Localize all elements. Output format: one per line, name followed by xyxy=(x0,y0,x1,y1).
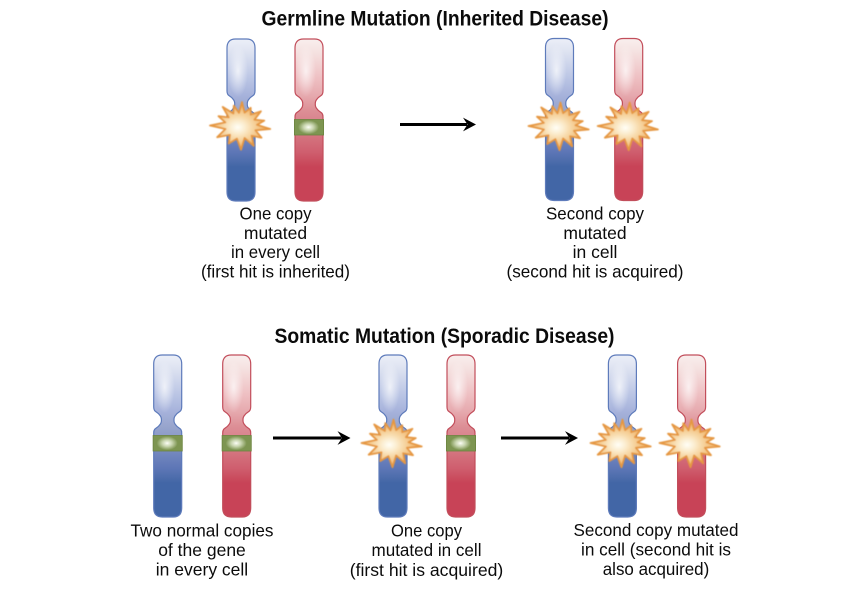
svg-text:of the gene: of the gene xyxy=(158,540,246,560)
svg-text:Second copy mutated: Second copy mutated xyxy=(574,520,739,540)
svg-text:mutated in cell: mutated in cell xyxy=(372,540,482,560)
svg-text:(second hit is acquired): (second hit is acquired) xyxy=(507,262,684,282)
svg-text:in cell: in cell xyxy=(573,242,618,262)
svg-text:(first hit is inherited): (first hit is inherited) xyxy=(201,262,350,282)
svg-text:in every cell: in every cell xyxy=(231,242,320,262)
svg-text:in every cell: in every cell xyxy=(156,560,248,580)
svg-text:Somatic Mutation (Sporadic Dis: Somatic Mutation (Sporadic Disease) xyxy=(275,325,615,348)
svg-text:One copy: One copy xyxy=(391,521,462,541)
svg-text:(first hit is acquired): (first hit is acquired) xyxy=(350,560,504,580)
svg-text:Two normal copies: Two normal copies xyxy=(131,520,274,540)
svg-text:Germline Mutation (Inherited D: Germline Mutation (Inherited Disease) xyxy=(262,8,609,31)
svg-text:in cell (second hit is: in cell (second hit is xyxy=(581,540,731,560)
svg-text:Second copy: Second copy xyxy=(546,203,644,223)
svg-text:mutated: mutated xyxy=(563,223,626,243)
svg-text:One copy: One copy xyxy=(240,203,312,223)
svg-text:also acquired): also acquired) xyxy=(603,559,710,579)
svg-text:mutated: mutated xyxy=(244,223,307,243)
